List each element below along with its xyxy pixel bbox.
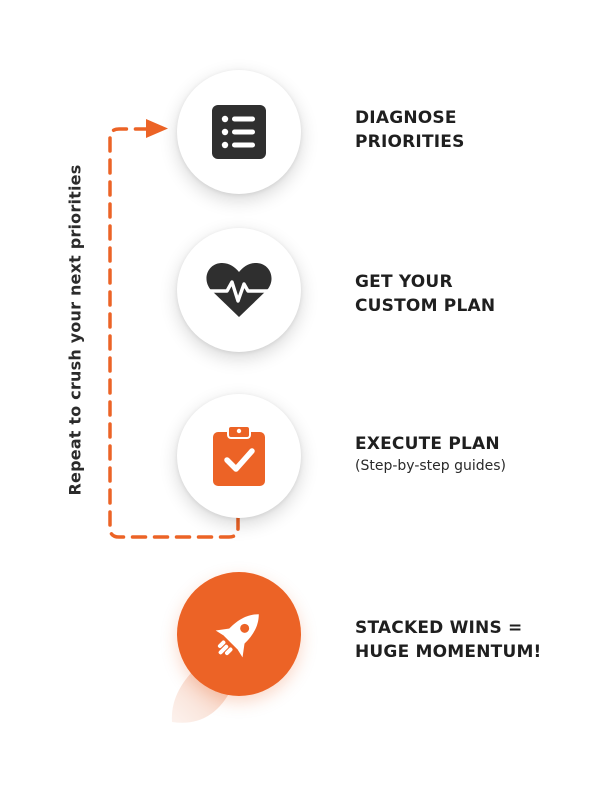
step-3-subtitle: (Step-by-step guides)	[355, 458, 507, 474]
step-4-label: STACKED WINS = HUGE MOMENTUM!	[355, 616, 542, 664]
rocket-icon	[215, 614, 259, 658]
step-3-line-1: EXECUTE PLAN	[355, 434, 500, 454]
step-4-line-2: HUGE MOMENTUM!	[355, 642, 542, 662]
step-2-label: GET YOUR CUSTOM PLAN	[355, 270, 495, 318]
heartbeat-icon	[206, 262, 272, 317]
step-4-line-1: STACKED WINS =	[355, 618, 523, 638]
step-1-circle	[177, 70, 301, 194]
step-1-label: DIAGNOSE PRIORITIES	[355, 106, 465, 154]
clipboard-check-icon	[213, 425, 265, 486]
step-2-line-1: GET YOUR	[355, 272, 453, 292]
list-icon	[212, 105, 266, 159]
step-2-line-2: CUSTOM PLAN	[355, 296, 496, 316]
step-3-label: EXECUTE PLAN (Step-by-step guides)	[355, 432, 506, 476]
step-4-circle	[177, 572, 301, 696]
step-3-circle	[177, 394, 301, 518]
arrowhead-icon	[146, 119, 168, 138]
step-2-circle	[177, 228, 301, 352]
step-1-line-1: DIAGNOSE	[355, 108, 457, 128]
step-1-line-2: PRIORITIES	[355, 132, 465, 152]
